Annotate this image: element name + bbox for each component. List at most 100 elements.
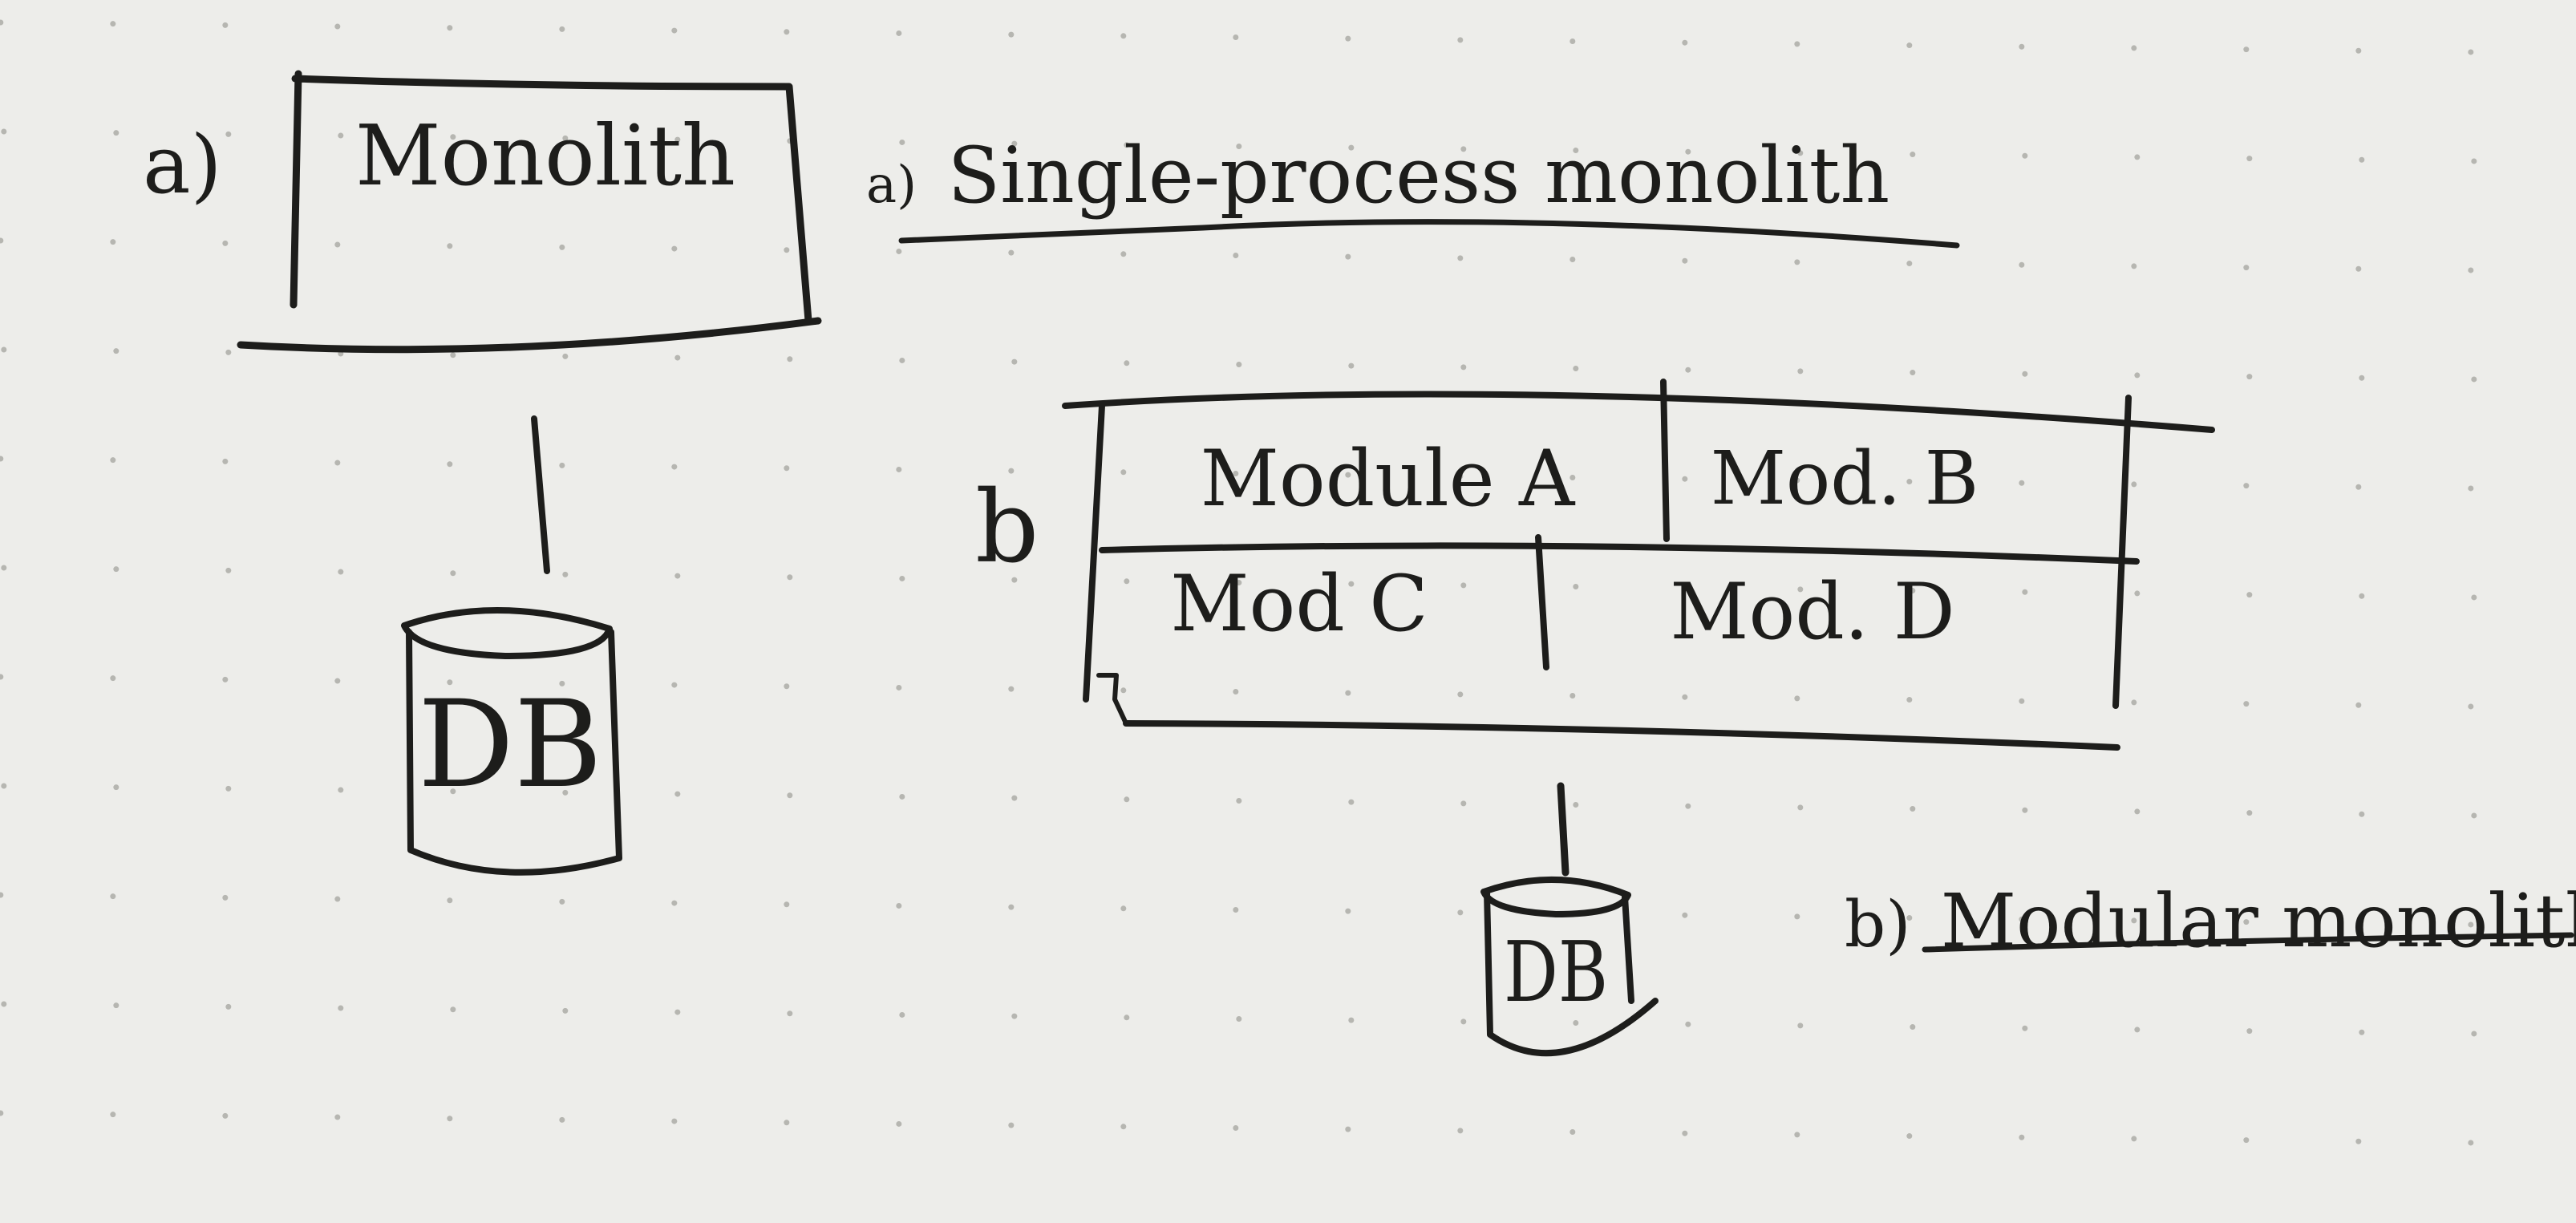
grid-dot <box>450 1006 456 1013</box>
grid-dot <box>1236 143 1242 149</box>
grid-dot <box>2468 1140 2474 1146</box>
grid-dot <box>2019 43 2025 50</box>
grid-dot <box>1236 579 1242 585</box>
grid-dot <box>1124 578 1130 585</box>
grid-dot <box>2022 807 2028 813</box>
diagram-b: b Module A Mod. B Mod C Mod. D DB b) Mod… <box>975 379 2576 1057</box>
grid-dot <box>225 567 232 573</box>
grid-dot <box>447 1116 453 1122</box>
grid-dot <box>225 1003 232 1010</box>
grid-dot <box>113 130 119 136</box>
modular-database-icon <box>1480 877 1659 1057</box>
grid-dot <box>1910 588 1916 594</box>
grid-dot <box>1797 150 1804 156</box>
grid-dot <box>674 354 681 361</box>
grid-dot <box>1 346 7 353</box>
grid-dot <box>1233 1124 1239 1131</box>
grid-dot <box>2022 371 2028 377</box>
caption-a-underline <box>898 219 1960 249</box>
grid-dot <box>2019 1134 2025 1140</box>
grid-dot <box>1569 1129 1576 1136</box>
grid-dot <box>671 27 678 34</box>
grid-dot <box>1457 1128 1464 1134</box>
module-a-label: Module A <box>1201 434 1576 524</box>
grid-dot <box>2471 376 2477 383</box>
grid-dot <box>1120 251 1127 257</box>
grid-dot <box>447 461 453 468</box>
grid-dot <box>1008 686 1015 692</box>
grid-dot <box>113 348 119 354</box>
grid-dot <box>1348 144 1355 151</box>
grid-dot <box>1233 252 1239 258</box>
grid-dot <box>2246 1028 2253 1035</box>
grid-dot <box>1236 361 1242 367</box>
grid-dot <box>2243 265 2250 271</box>
grid-dot <box>562 135 569 141</box>
grid-dot <box>2468 921 2474 928</box>
grid-dot <box>2355 920 2362 926</box>
grid-dot <box>1906 1133 1913 1140</box>
grid-dot <box>1685 1021 1691 1027</box>
grid-dot <box>450 352 456 358</box>
grid-dot <box>1906 261 1913 267</box>
grid-dot <box>222 1112 229 1119</box>
grid-dot <box>447 897 453 904</box>
grid-dot <box>1797 804 1804 811</box>
grid-dot <box>1460 364 1467 371</box>
grid-dot <box>1569 257 1576 263</box>
grid-dot <box>1460 1018 1467 1025</box>
grid-dot <box>2019 916 2025 922</box>
grid-dot <box>1569 693 1576 699</box>
grid-dot <box>896 30 902 36</box>
grid-dot <box>0 674 4 680</box>
grid-dot <box>2019 698 2025 704</box>
grid-dot <box>1906 915 1913 921</box>
grid-dot <box>0 892 4 898</box>
grid-dot <box>2131 481 2137 488</box>
grid-dot <box>674 136 681 143</box>
grid-dot <box>222 676 229 682</box>
grid-dot <box>2022 589 2028 595</box>
grid-dot <box>1233 34 1239 40</box>
grid-dot <box>1345 1126 1351 1132</box>
grid-dot <box>1797 1023 1804 1029</box>
grid-dot <box>559 680 565 686</box>
grid-dot <box>334 460 341 466</box>
grid-dot <box>562 571 569 577</box>
grid-dot <box>1794 41 1800 47</box>
grid-dot <box>896 902 902 909</box>
grid-dot <box>2468 267 2474 273</box>
grid-dot <box>2134 1027 2141 1033</box>
grid-dot <box>1457 473 1464 480</box>
grid-dot <box>1345 253 1351 260</box>
grid-dot <box>222 22 229 28</box>
grid-dot <box>1573 148 1579 154</box>
grid-dot <box>1457 255 1464 261</box>
grid-dot <box>784 247 790 253</box>
monolith-box <box>237 70 822 354</box>
grid-dot <box>1573 1020 1579 1027</box>
grid-dot <box>222 894 229 901</box>
grid-dot <box>559 462 565 468</box>
grid-dot <box>2134 808 2141 815</box>
grid-dot <box>1682 1130 1688 1136</box>
grid-dot <box>1233 906 1239 913</box>
grid-dot <box>1008 249 1015 256</box>
diagram-a: a) Monolith DB a) Single-process monolit… <box>143 70 1960 876</box>
grid-dot <box>334 678 341 684</box>
monolith-db-connector <box>531 415 550 574</box>
grid-dot <box>1348 1017 1355 1023</box>
grid-dot <box>225 131 232 137</box>
grid-dot <box>784 901 790 908</box>
grid-dot <box>2246 810 2253 816</box>
grid-dot <box>1460 800 1467 807</box>
grid-dot <box>1794 913 1800 920</box>
grid-dot <box>2359 593 2365 599</box>
grid-dot <box>671 900 678 906</box>
grid-dot <box>899 575 905 581</box>
grid-dot <box>110 1112 116 1118</box>
grid-dot <box>2359 1029 2365 1035</box>
grid-dot <box>1236 797 1242 804</box>
